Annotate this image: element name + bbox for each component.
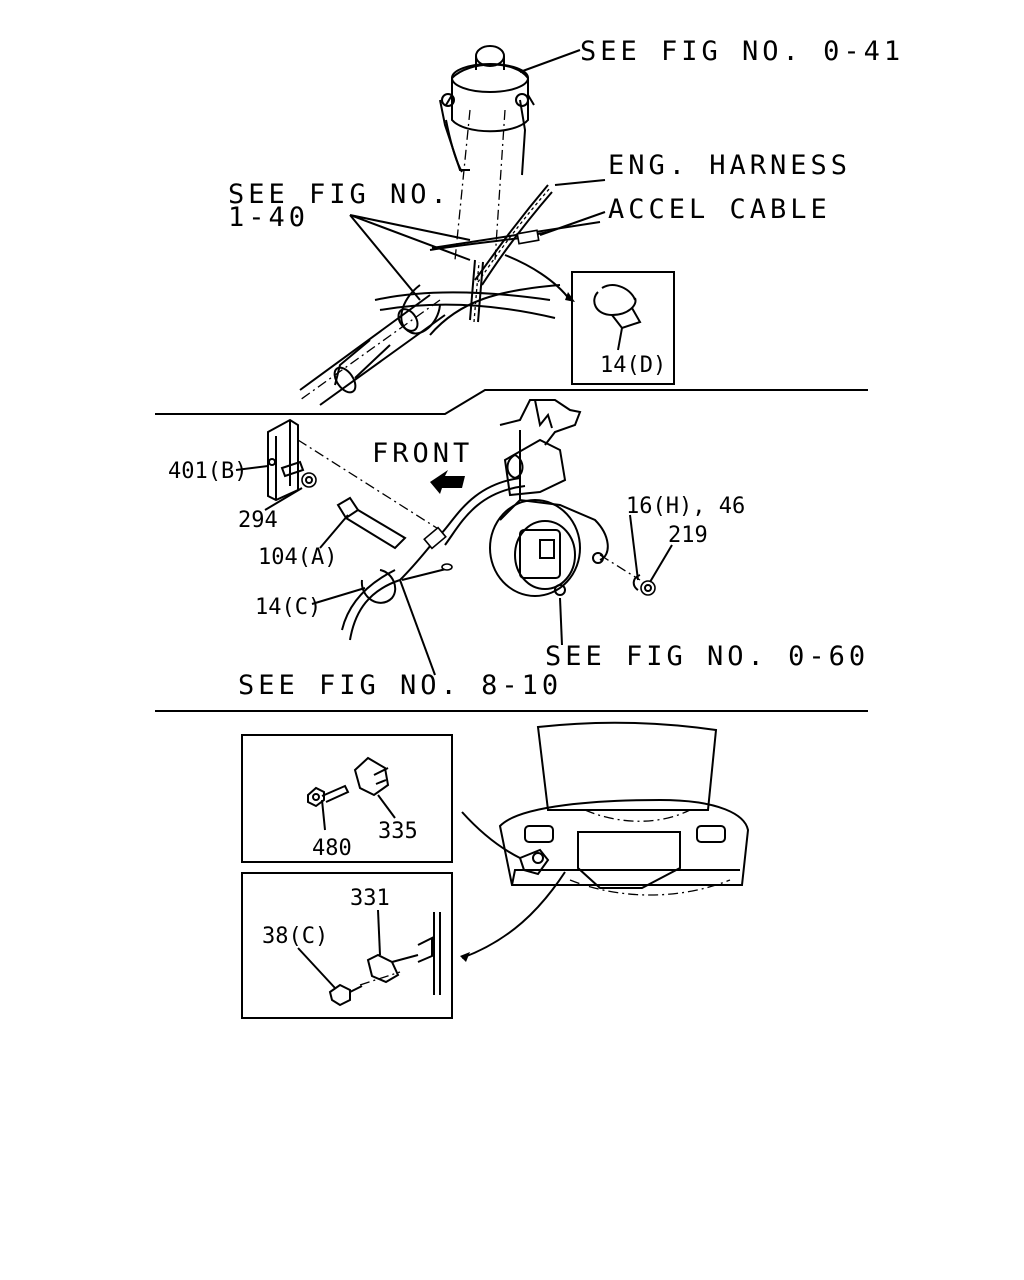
label-see-fig-1-40-line2: 1-40 (228, 202, 309, 233)
accelerator-cable (429, 229, 575, 302)
cable-routing (399, 477, 526, 581)
leader-14c (311, 587, 366, 605)
label-eng-harness: ENG. HARNESS (608, 150, 851, 181)
label-part-14c: 14(C) (255, 595, 321, 620)
label-part-38c: 38(C) (262, 924, 328, 949)
cable-tie-104a (336, 496, 407, 550)
leader-0-60 (559, 597, 563, 646)
arrow-to-upper-inset (461, 811, 521, 859)
inset-clip-14d: 14(D) (571, 271, 675, 385)
label-see-fig-1-40-line1: SEE FIG NO. (228, 179, 451, 210)
leader-see-fig-0-41 (519, 49, 581, 73)
alternator-assembly (489, 399, 641, 597)
arrowhead-lower-inset (460, 952, 470, 962)
arrow-to-lower-inset (461, 871, 566, 959)
label-part-335: 335 (378, 819, 418, 844)
label-see-fig-8-10: SEE FIG NO. 8-10 (238, 670, 562, 701)
leader-401b (235, 465, 269, 471)
leader-104a (319, 514, 349, 549)
steering-column-assembly (299, 45, 561, 406)
inset-box-480-335: 480 335 (241, 734, 453, 863)
label-part-104a: 104(A) (258, 545, 337, 570)
label-part-16h-46: 16(H), 46 (626, 494, 745, 519)
label-see-fig-0-41: SEE FIG NO. 0-41 (580, 36, 904, 67)
leader-accel-cable (539, 211, 606, 236)
front-arrow (430, 470, 465, 494)
label-part-480: 480 (312, 836, 352, 861)
leader-294 (264, 487, 303, 511)
leader-see-fig-1-40 (349, 214, 471, 301)
label-part-331: 331 (350, 886, 390, 911)
label-part-294: 294 (238, 508, 278, 533)
label-part-219: 219 (668, 523, 708, 548)
bolt-294 (280, 460, 317, 488)
leader-8-10 (399, 579, 436, 676)
leader-16h-46 (629, 514, 639, 581)
label-part-401b: 401(B) (168, 459, 247, 484)
clip-14c (341, 569, 401, 641)
label-front: FRONT (372, 438, 473, 469)
engine-harness (431, 184, 601, 323)
label-see-fig-0-60: SEE FIG NO. 0-60 (545, 641, 869, 672)
label-accel-cable: ACCEL CABLE (608, 194, 831, 225)
leader-219 (649, 544, 673, 583)
dashboard-overview (498, 721, 750, 896)
label-part-14d: 14(D) (600, 353, 666, 378)
section-divider-top (155, 389, 868, 415)
leader-eng-harness (554, 179, 606, 186)
inset-box-331-38c: 331 38(C) (241, 872, 453, 1019)
